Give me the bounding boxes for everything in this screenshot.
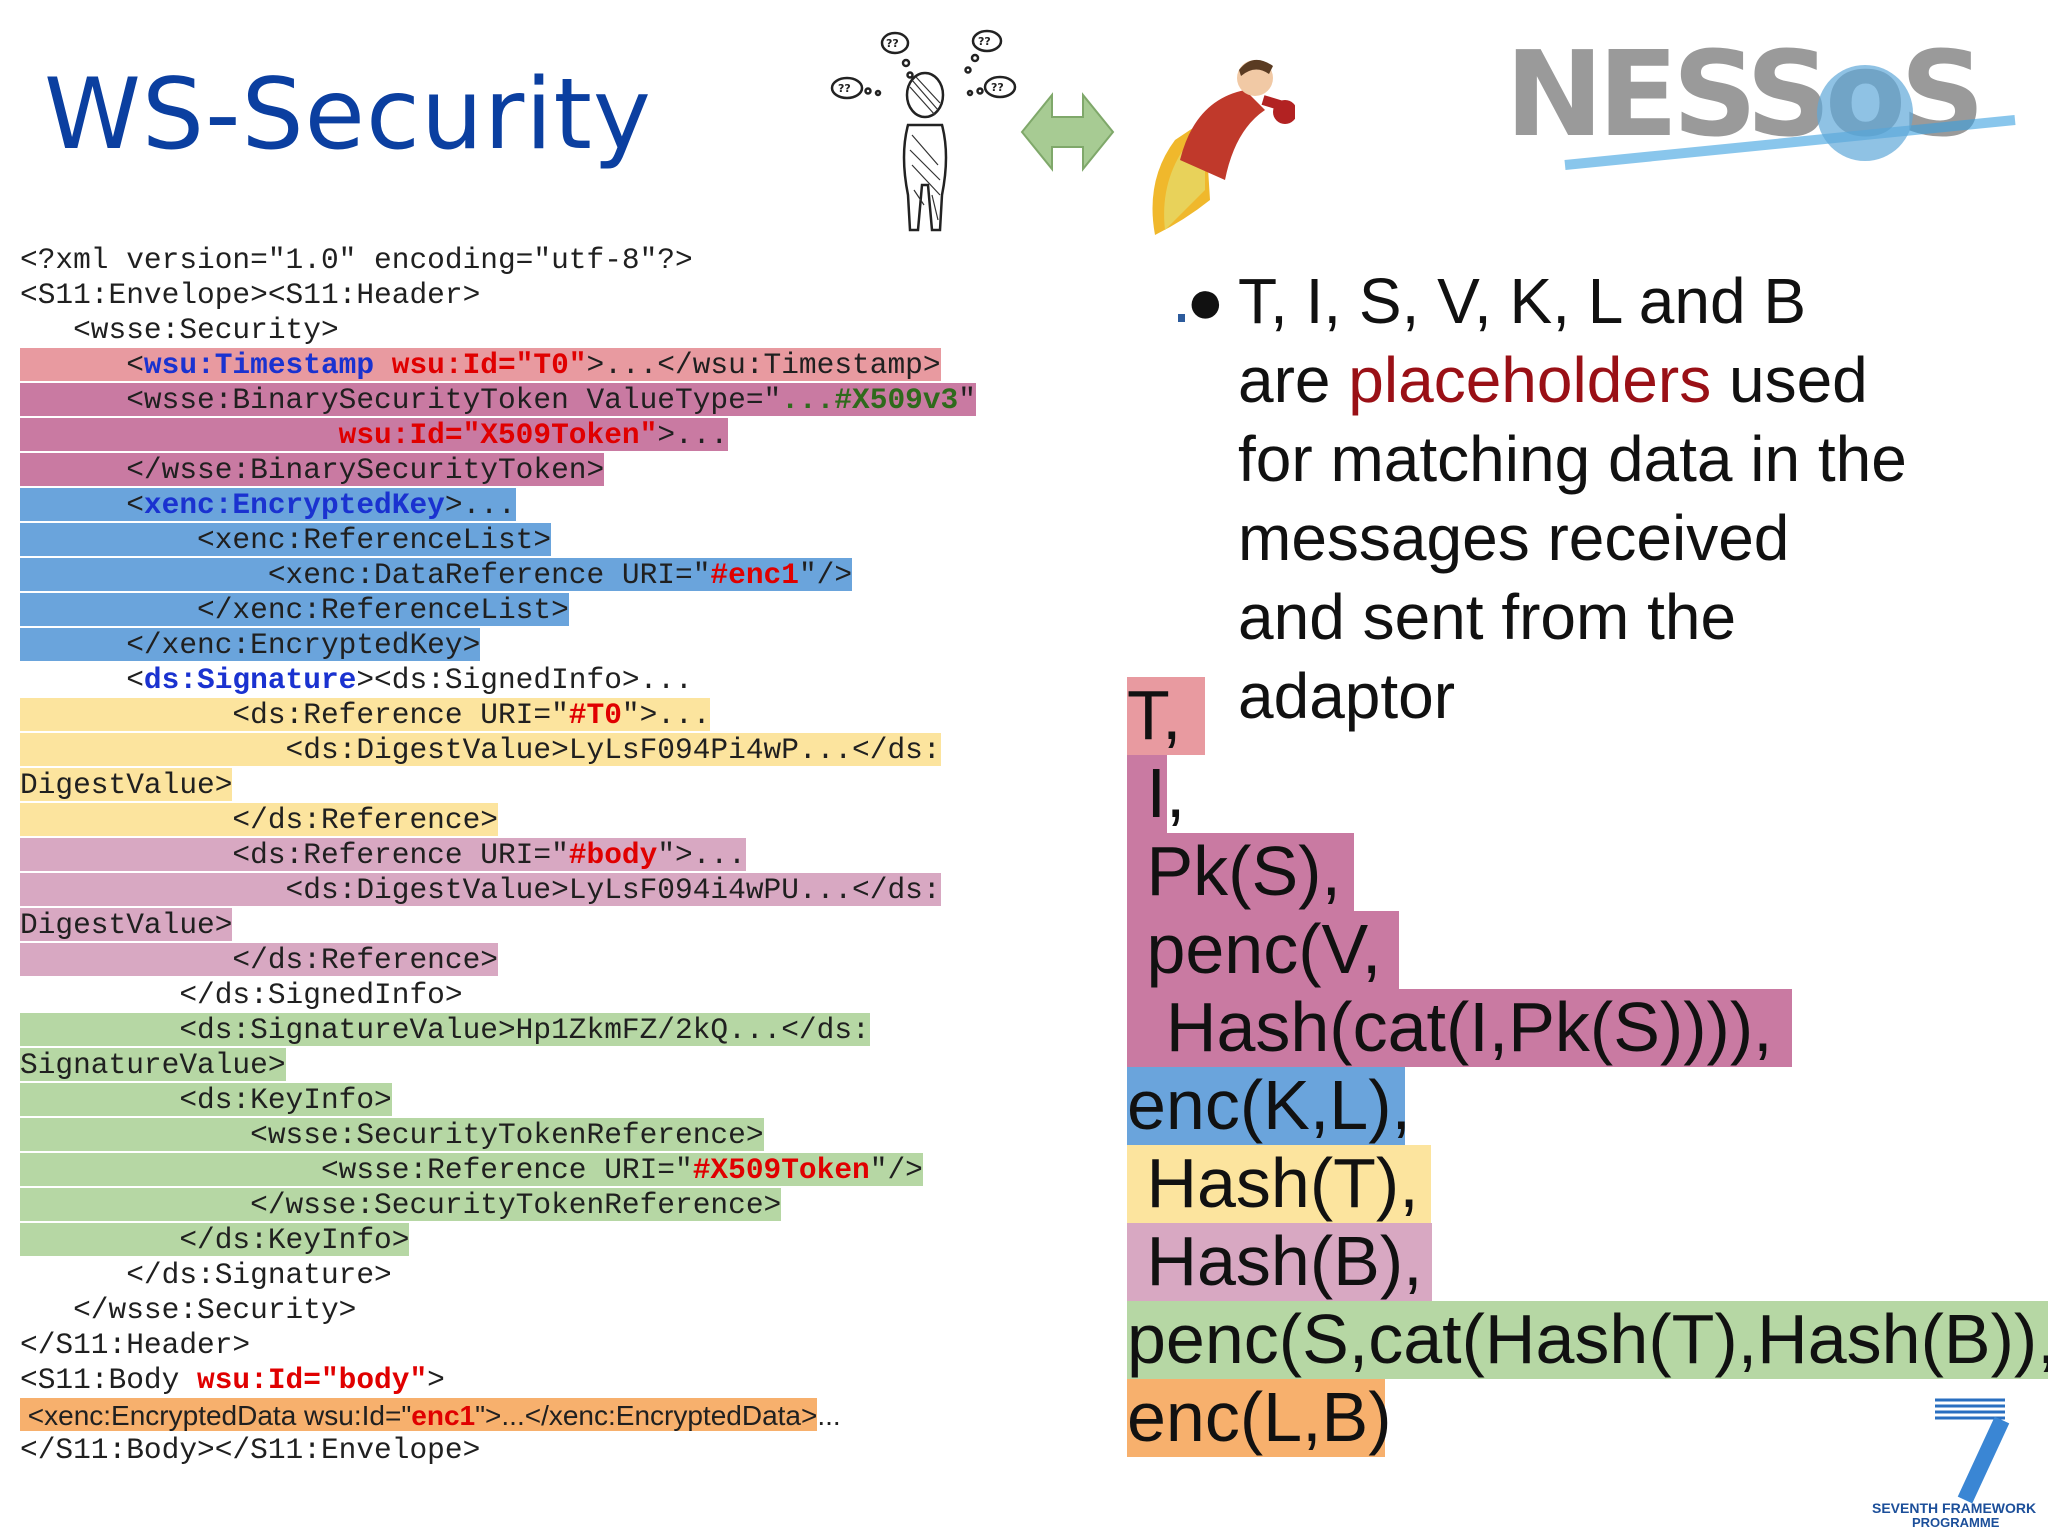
code-line-encrypted-key: <xenc:EncryptedKey>... [20,488,516,522]
bullet-line: are placeholders used [1238,344,1868,416]
code-line-ref-body: <ds:Reference URI="#body">... [20,838,746,872]
code-line-signature-value: SignatureValue> [20,1048,286,1082]
code-line-signature-value: <wsse:Reference URI="#X509Token"/> [20,1153,923,1187]
confused-person-icon: ???????? [830,29,1017,232]
code-line: </ds:SignedInfo> [20,978,463,1012]
code-line: <S11:Envelope><S11:Header> [20,278,481,312]
fp7-label-line1: SEVENTH FRAMEWORK [1872,1500,2036,1516]
code-line-signature-value: </ds:KeyInfo> [20,1223,410,1257]
svg-text:??: ?? [886,37,899,50]
code-line: </wsse:Security> [20,1293,357,1327]
expr-hash-cat: Hash(cat(I,Pk(S)))), [1127,989,1792,1067]
bullet-line: and sent from the [1238,581,1737,653]
expr-hash-b: Hash(B), [1127,1223,1432,1301]
page-title: WS-Security [44,58,652,172]
code-line-ref-body: </ds:Reference> [20,943,498,977]
expr-hash-t: Hash(T), [1127,1145,1431,1223]
code-line-ref-t0: <ds:Reference URI="#T0">... [20,698,711,732]
code-line: </ds:Signature> [20,1258,392,1292]
code-line-timestamp: <wsu:Timestamp wsu:Id="T0">...</wsu:Time… [20,348,941,382]
bullet-line: messages received [1238,502,1790,574]
xml-code-listing: <?xml version="1.0" encoding="utf-8"?> <… [20,243,976,1468]
bullet-text: ● T, I, S, V, K, L and B are placeholder… [1186,262,2028,736]
code-line: <S11:Body wsu:Id="body"> [20,1363,445,1397]
code-line-binary-token: </wsse:BinarySecurityToken> [20,453,605,487]
bullet-dot-icon: ● [1186,265,1225,337]
expr-enc-lb: enc(L,B) [1127,1378,1392,1457]
code-line: <?xml version="1.0" encoding="utf-8"?> [20,243,693,277]
code-line-ref-t0: DigestValue> [20,768,233,802]
code-line-ref-t0: <ds:DigestValue>LyLsF094Pi4wP...</ds: [20,733,941,767]
code-line-ref-body: DigestValue> [20,908,233,942]
expr-timestamp: T, [1127,677,1205,755]
fp7-label-line2: PROGRAMME [1912,1515,2000,1530]
code-line-ref-body: <ds:DigestValue>LyLsF094i4wPU...</ds: [20,873,941,907]
nessos-logo: NESSoS [1505,25,2016,170]
code-line-signature-value: <ds:SignatureValue>Hp1ZkmFZ/2kQ...</ds: [20,1013,870,1047]
code-line-binary-token: wsu:Id="X509Token">... [20,418,976,453]
expr-enc-kl: enc(K,L), [1127,1066,1411,1145]
expr-penc-s: penc(S,cat(Hash(T),Hash(B)), [1127,1300,2048,1379]
code-line: </S11:Body></S11:Envelope> [20,1433,481,1467]
code-line: </S11:Header> [20,1328,251,1362]
expr-penc-v: penc(V, [1127,911,1399,989]
bullet-line: T, I, S, V, K, L and B [1238,265,1807,337]
code-line: <ds:Signature><ds:SignedInfo>... [20,663,693,697]
slide-marker-icon [1178,314,1185,322]
code-line-encrypted-key: <xenc:DataReference URI="#enc1"/> [20,558,853,592]
double-arrow-icon [1020,92,1115,172]
code-line-signature-value: </wsse:SecurityTokenReference> [20,1188,782,1222]
expr-public-key: Pk(S), [1127,833,1354,911]
expr-identity: I, [1127,754,1186,833]
code-line-binary-token: <wsse:BinarySecurityToken ValueType="...… [20,383,976,417]
code-line: <wsse:Security> [20,313,339,347]
code-line-encrypted-key: </xenc:EncryptedKey> [20,628,481,662]
bullet-line: adaptor [1238,660,1456,732]
code-line-encrypted-key: </xenc:ReferenceList> [20,593,569,627]
bullet-line: for matching data in the [1238,423,1907,495]
fp7-logo: SEVENTH FRAMEWORK PROGRAMME [1872,1398,2036,1530]
code-line-encrypted-key: <xenc:ReferenceList> [20,523,552,557]
code-line-signature-value: <wsse:SecurityTokenReference> [20,1118,764,1152]
code-line-encrypted-data: <xenc:EncryptedData wsu:Id="enc1">...</x… [20,1398,841,1431]
svg-text:??: ?? [978,35,991,48]
code-line-ref-t0: </ds:Reference> [20,803,498,837]
superhero-icon [1152,59,1295,235]
code-line-signature-value: <ds:KeyInfo> [20,1083,392,1117]
svg-text:??: ?? [991,81,1004,94]
svg-text:??: ?? [838,82,851,95]
